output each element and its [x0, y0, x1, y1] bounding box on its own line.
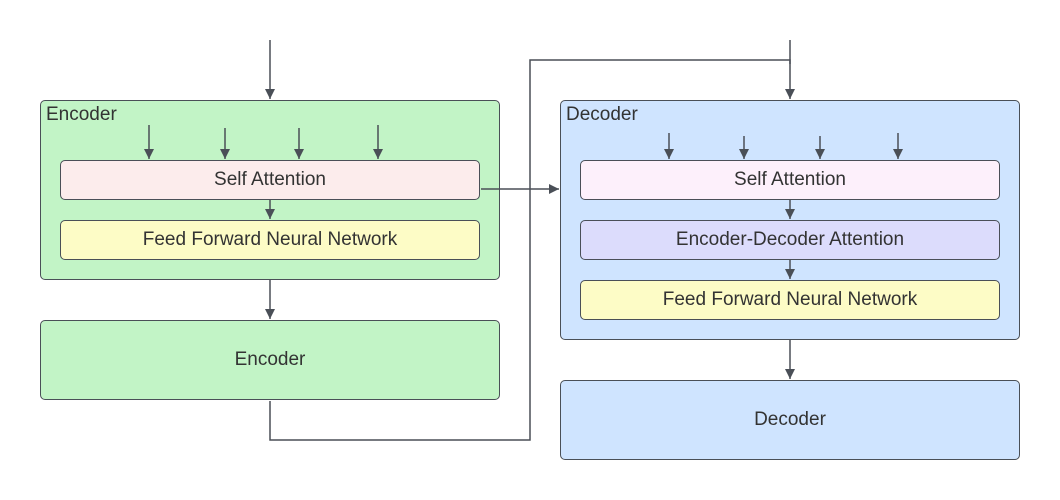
- decoder-feed-forward-layer: Feed Forward Neural Network: [580, 280, 1000, 320]
- decoder-feed-forward-label: Feed Forward Neural Network: [662, 289, 918, 310]
- encoder-stack-block: Encoder: [40, 320, 500, 400]
- decoder-detail-title: Decoder: [566, 104, 638, 125]
- encoder-self-attention-layer: Self Attention: [60, 160, 480, 200]
- encoder-decoder-attention-layer: Encoder-Decoder Attention: [580, 220, 1000, 260]
- decoder-self-attention-label: Self Attention: [734, 169, 846, 190]
- encoder-feed-forward-layer: Feed Forward Neural Network: [60, 220, 480, 260]
- encoder-output-loop-arrow: [269, 59, 795, 441]
- decoder-stack-label: Decoder: [754, 409, 826, 430]
- decoder-self-attention-layer: Self Attention: [580, 160, 1000, 200]
- encoder-decoder-attention-label: Encoder-Decoder Attention: [675, 229, 905, 250]
- encoder-feed-forward-label: Feed Forward Neural Network: [142, 229, 398, 250]
- encoder-stack-label: Encoder: [234, 349, 306, 370]
- encoder-detail-title: Encoder: [46, 104, 117, 125]
- encoder-self-attention-label: Self Attention: [214, 169, 326, 190]
- decoder-stack-block: Decoder: [560, 380, 1020, 460]
